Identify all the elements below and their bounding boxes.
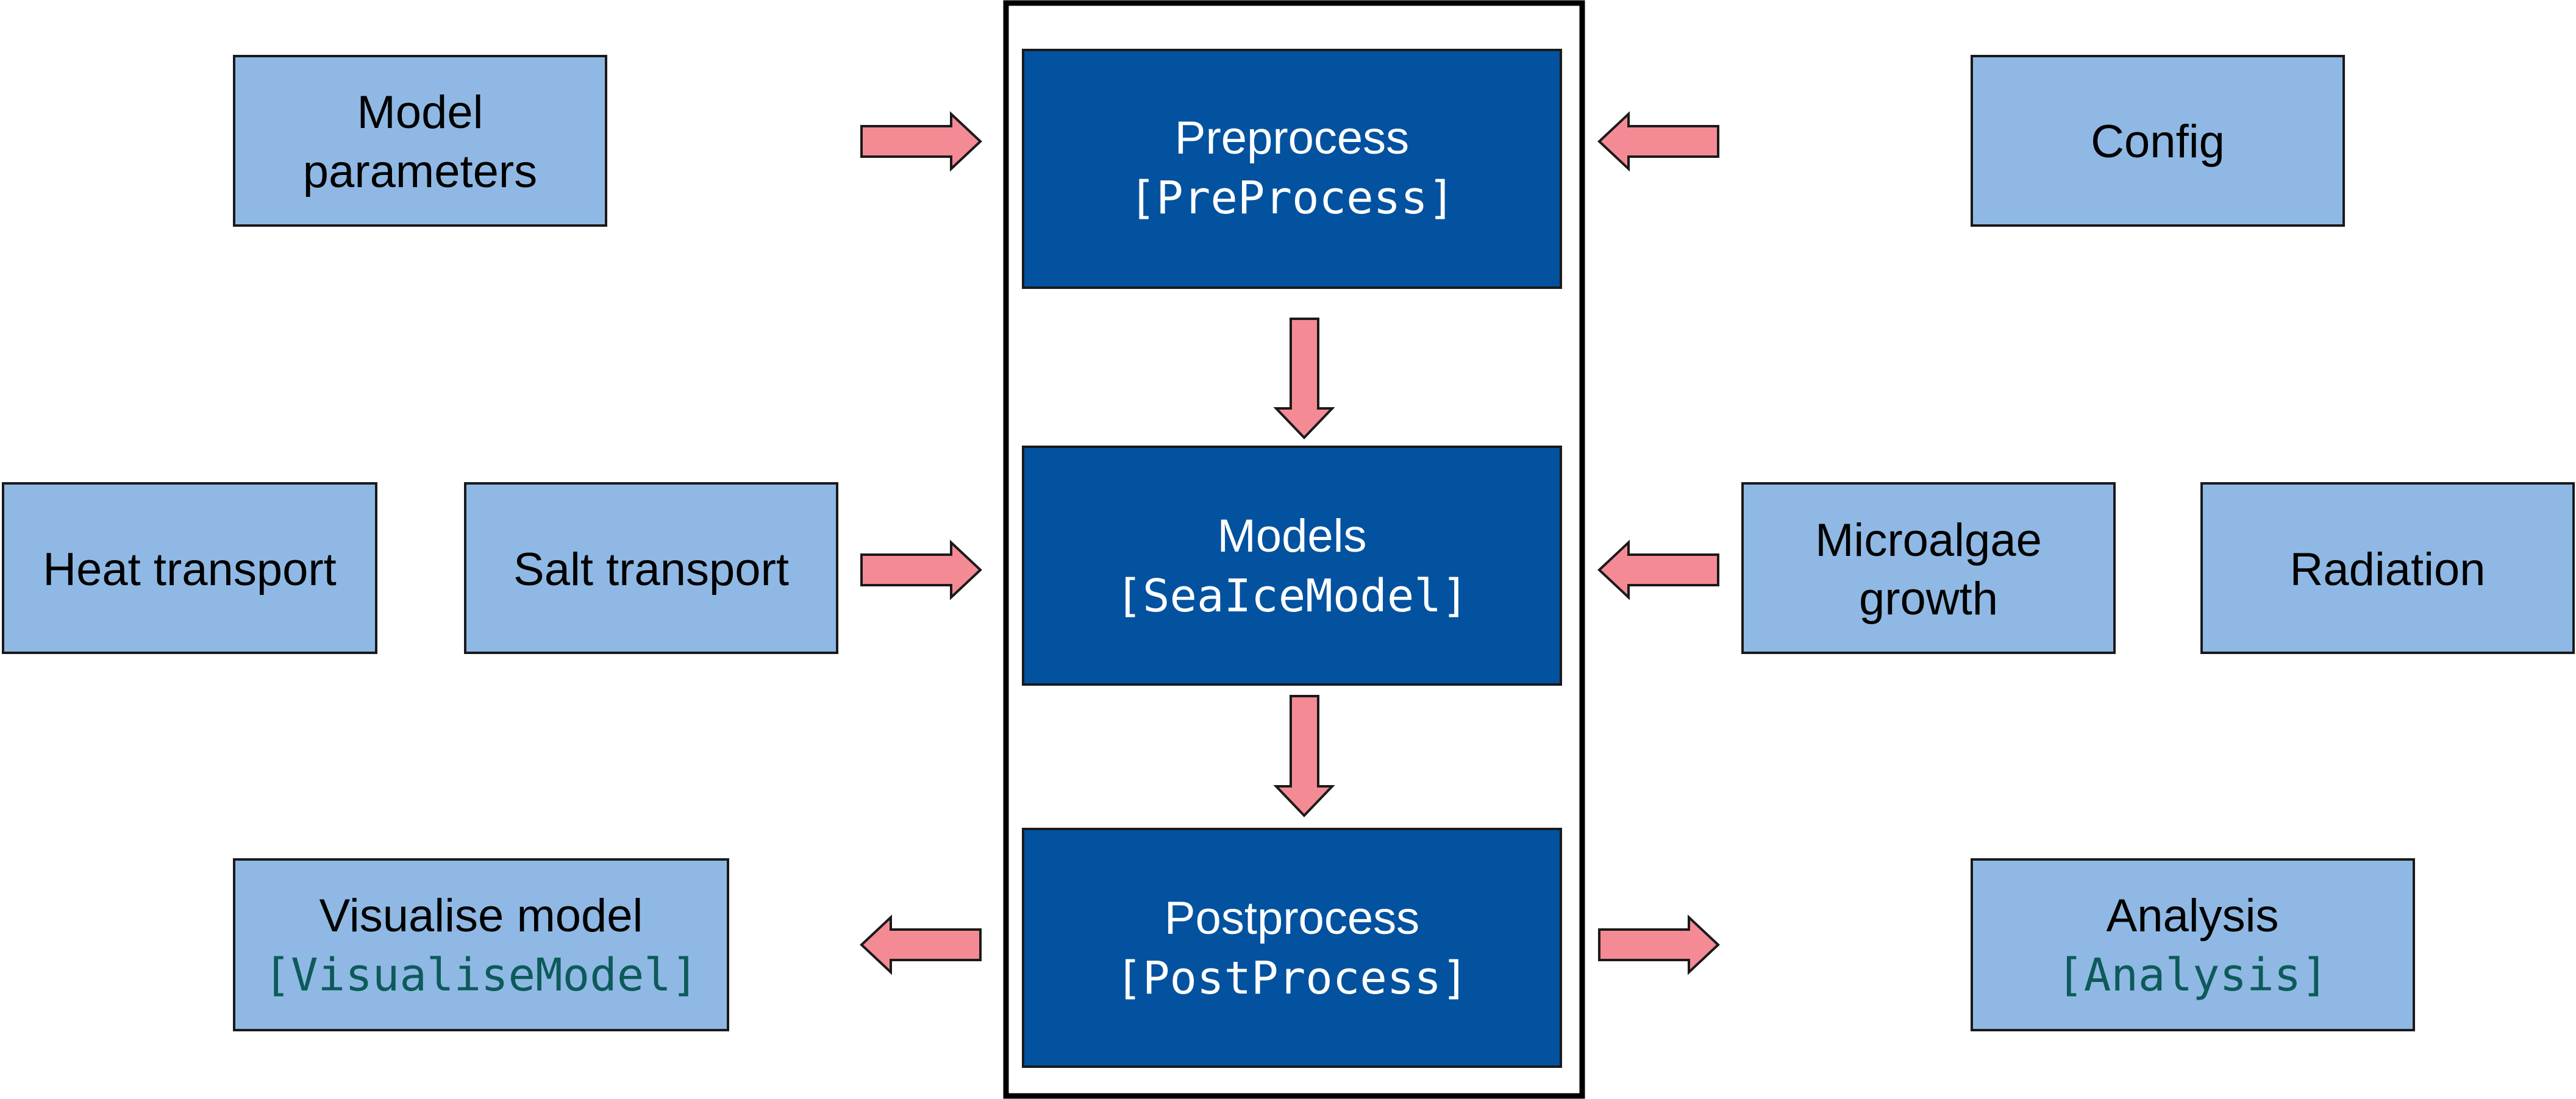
analysis-box: Analysis [Analysis] (1971, 858, 2415, 1031)
visualise-model-box: Visualise model [VisualiseModel] (233, 858, 729, 1031)
model-parameters-line1: Model (357, 87, 483, 138)
salt-transport-label: Salt transport (513, 544, 789, 596)
preprocess-label: Preprocess (1175, 112, 1409, 164)
visualise-model-label: Visualise model (319, 890, 643, 942)
postprocess-label: Postprocess (1165, 892, 1419, 944)
analysis-code: [Analysis] (2057, 949, 2328, 1001)
preprocess-code: [PreProcess] (1129, 172, 1455, 224)
models-label: Models (1218, 510, 1367, 562)
arrow-microalgae-to-models (1597, 539, 1719, 600)
heat-transport-box: Heat transport (2, 482, 377, 654)
arrow-postprocess-to-analysis (1598, 914, 1720, 975)
postprocess-code: [PostProcess] (1115, 952, 1468, 1005)
radiation-box: Radiation (2200, 482, 2575, 654)
microalgae-growth-line1: Microalgae (1815, 514, 2042, 566)
models-code: [SeaIceModel] (1115, 570, 1468, 622)
arrow-salt-transport-to-models (860, 539, 982, 600)
heat-transport-label: Heat transport (43, 544, 337, 596)
arrow-model-parameters-to-preprocess (860, 111, 982, 172)
arrow-config-to-preprocess (1597, 111, 1719, 172)
radiation-label: Radiation (2289, 544, 2485, 596)
config-box: Config (1971, 55, 2345, 227)
microalgae-growth-line2: growth (1859, 573, 1998, 625)
preprocess-box: Preprocess [PreProcess] (1022, 49, 1562, 289)
models-box: Models [SeaIceModel] (1022, 446, 1562, 686)
config-label: Config (2091, 116, 2225, 168)
salt-transport-box: Salt transport (464, 482, 838, 654)
model-parameters-line2: parameters (303, 146, 537, 197)
postprocess-box: Postprocess [PostProcess] (1022, 828, 1562, 1068)
microalgae-growth-box: Microalgae growth (1741, 482, 2116, 654)
arrow-models-to-postprocess (1273, 695, 1335, 817)
arrow-preprocess-to-models (1273, 318, 1335, 439)
pipeline-frame (1003, 0, 1585, 1099)
analysis-label: Analysis (2107, 890, 2279, 942)
arrow-postprocess-to-visualise (860, 914, 982, 975)
visualise-model-code: [VisualiseModel] (264, 949, 699, 1001)
model-parameters-box: Model parameters (233, 55, 607, 227)
